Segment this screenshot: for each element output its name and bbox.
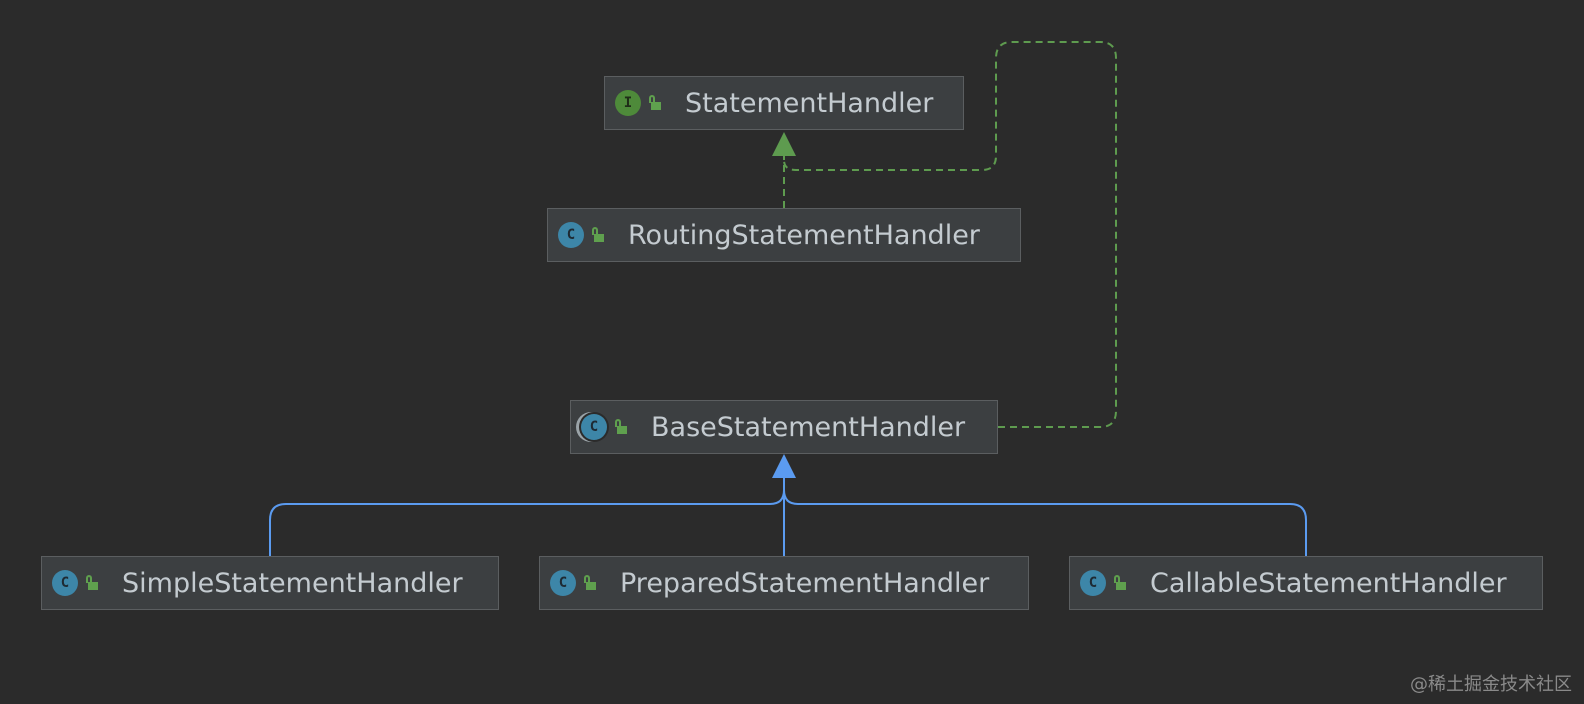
edge-simple-extends: [269, 489, 785, 556]
node-simple-statement-handler[interactable]: C SimpleStatementHandler: [41, 556, 499, 610]
node-label: BaseStatementHandler: [651, 411, 966, 443]
watermark: @稀土掘金技术社区: [1410, 674, 1572, 695]
node-label: SimpleStatementHandler: [122, 567, 463, 599]
node-label: RoutingStatementHandler: [628, 219, 980, 251]
unlock-icon: [86, 575, 98, 591]
edge-callable-extends: [783, 489, 1307, 556]
node-callable-statement-handler[interactable]: C CallableStatementHandler: [1069, 556, 1543, 610]
class-icon: C: [558, 222, 584, 248]
extends-arrowhead: [772, 454, 796, 478]
edge-base-implements: [783, 41, 1117, 428]
node-label: StatementHandler: [685, 87, 934, 119]
class-icon: C: [1080, 570, 1106, 596]
class-icon: C: [52, 570, 78, 596]
unlock-icon: [592, 227, 604, 243]
implements-arrowhead: [772, 132, 796, 156]
class-icon: C: [550, 570, 576, 596]
node-label: CallableStatementHandler: [1150, 567, 1507, 599]
interface-icon: I: [615, 90, 641, 116]
node-prepared-statement-handler[interactable]: C PreparedStatementHandler: [539, 556, 1029, 610]
unlock-icon: [649, 95, 661, 111]
abstract-class-icon: C: [581, 414, 607, 440]
unlock-icon: [584, 575, 596, 591]
unlock-icon: [1114, 575, 1126, 591]
node-statement-handler[interactable]: I StatementHandler: [604, 76, 964, 130]
unlock-icon: [615, 419, 627, 435]
node-routing-statement-handler[interactable]: C RoutingStatementHandler: [547, 208, 1021, 262]
node-label: PreparedStatementHandler: [620, 567, 990, 599]
node-base-statement-handler[interactable]: C BaseStatementHandler: [570, 400, 998, 454]
